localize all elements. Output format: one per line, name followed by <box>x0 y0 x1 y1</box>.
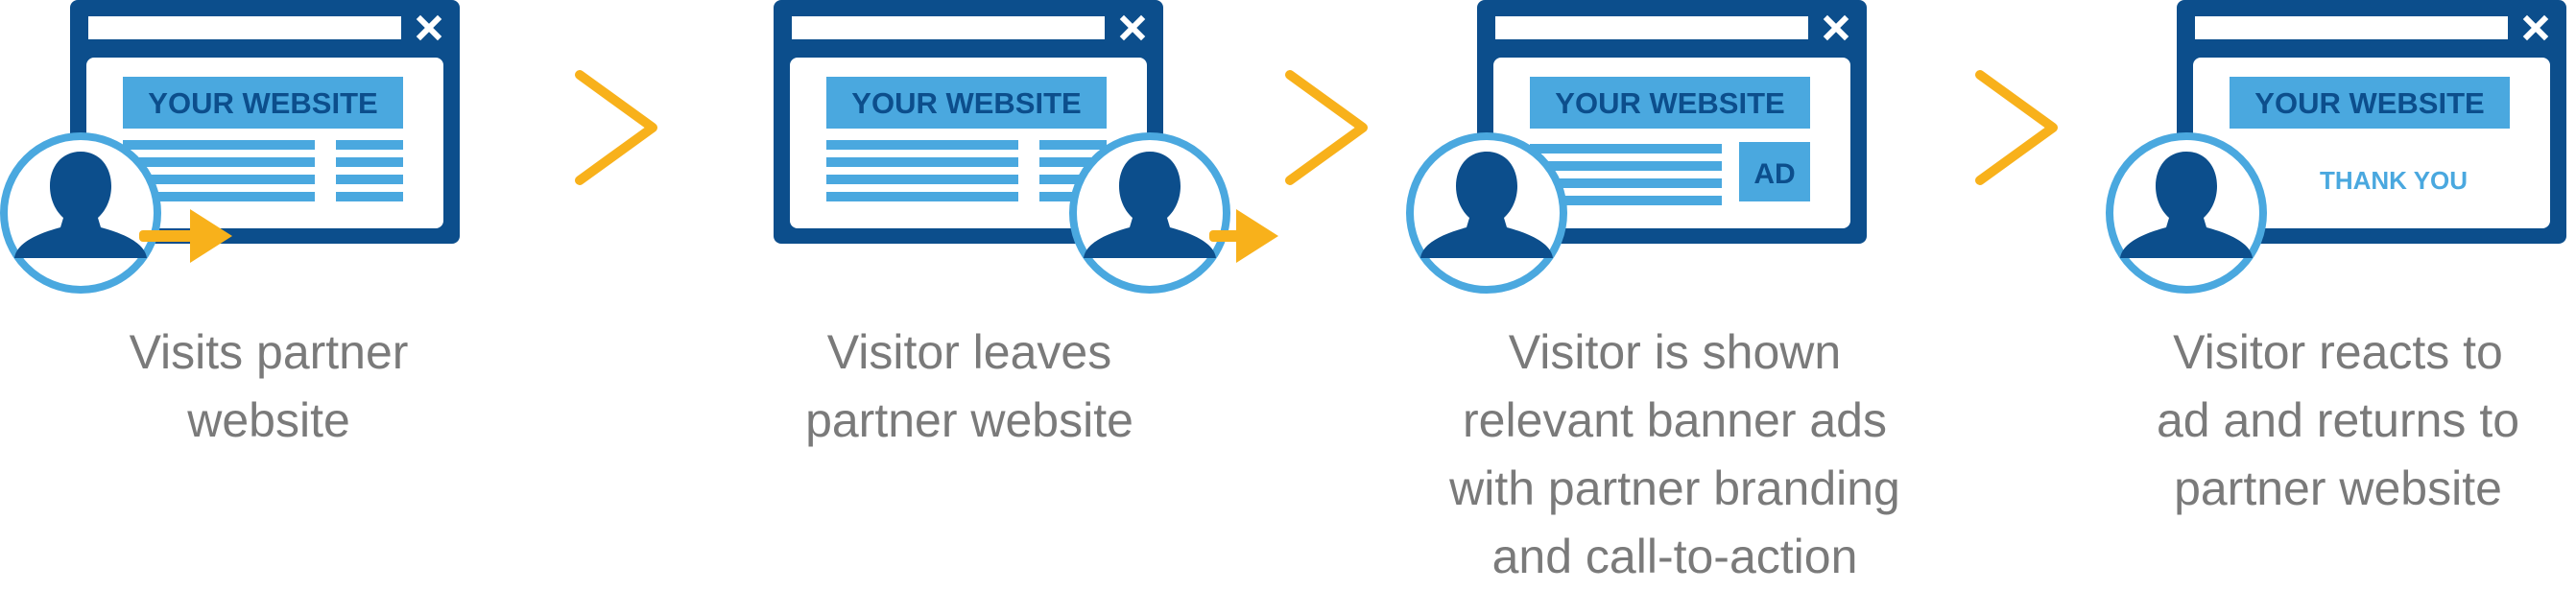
your-website-banner <box>1530 77 1810 129</box>
arrow-right-icon <box>139 209 232 263</box>
ad-label: AD <box>1753 158 1795 190</box>
chevron-right-icon <box>1285 70 1368 185</box>
caption-step-2: Visitor leaves partner website <box>701 319 1238 455</box>
your-website-banner <box>826 77 1107 129</box>
address-bar <box>88 16 401 39</box>
step-visits-website: YOUR WEBSITE Visits partner <box>0 0 595 591</box>
address-bar <box>1495 16 1808 39</box>
your-website-label: YOUR WEBSITE <box>1555 86 1784 120</box>
caption-line: partner website <box>805 393 1133 447</box>
user-icon <box>1406 132 1567 294</box>
your-website-label: YOUR WEBSITE <box>851 86 1081 120</box>
your-website-label: YOUR WEBSITE <box>2254 86 2484 120</box>
caption-step-3: Visitor is shown relevant banner ads wit… <box>1406 319 1944 591</box>
user-icon <box>2106 132 2267 294</box>
caption-line: relevant banner ads <box>1463 393 1887 447</box>
step-returns-to-website: YOUR WEBSITE THANK YOU Visitor reacts to… <box>2104 0 2576 591</box>
address-bar <box>792 16 1105 39</box>
step-4-illustration: YOUR WEBSITE THANK YOU <box>2106 0 2566 294</box>
caption-step-1: Visits partner website <box>0 319 537 455</box>
caption-line: Visits partner <box>129 325 409 379</box>
user-icon <box>1069 132 1230 294</box>
step-1-illustration: YOUR WEBSITE <box>0 0 460 294</box>
caption-line: Visitor leaves <box>826 325 1112 379</box>
your-website-label: YOUR WEBSITE <box>148 86 377 120</box>
chevron-right-icon <box>1975 70 2058 185</box>
caption-line: ad and returns to <box>2156 393 2520 447</box>
close-icon <box>1823 14 1849 41</box>
caption-step-4: Visitor reacts to ad and returns to part… <box>2050 319 2576 523</box>
caption-line: and call-to-action <box>1491 530 1858 583</box>
your-website-banner <box>2230 77 2510 129</box>
ad-banner <box>1739 142 1810 201</box>
close-icon <box>416 14 442 41</box>
content-lines <box>123 140 403 201</box>
caption-line: partner website <box>2174 461 2502 515</box>
step-leaves-website: YOUR WEBSITE Visitor leaves <box>701 0 1296 591</box>
caption-line: with partner branding <box>1449 461 1900 515</box>
caption-line: website <box>187 393 350 447</box>
chevron-right-icon <box>575 70 657 185</box>
step-2-illustration: YOUR WEBSITE <box>774 0 1278 294</box>
step-3-illustration: YOUR WEBSITE AD <box>1406 0 1867 294</box>
content-lines <box>1530 144 1722 205</box>
user-icon <box>0 132 161 294</box>
thank-you-label: THANK YOU <box>2320 166 2468 195</box>
your-website-banner <box>123 77 403 129</box>
close-icon <box>2522 14 2549 41</box>
close-icon <box>1119 14 1146 41</box>
caption-line: Visitor is shown <box>1508 325 1842 379</box>
caption-line: Visitor reacts to <box>2173 325 2503 379</box>
address-bar <box>2195 16 2508 39</box>
step-shown-ads: YOUR WEBSITE AD Visitor is shown relevan… <box>1406 0 2001 591</box>
arrow-right-icon <box>1209 209 1278 263</box>
